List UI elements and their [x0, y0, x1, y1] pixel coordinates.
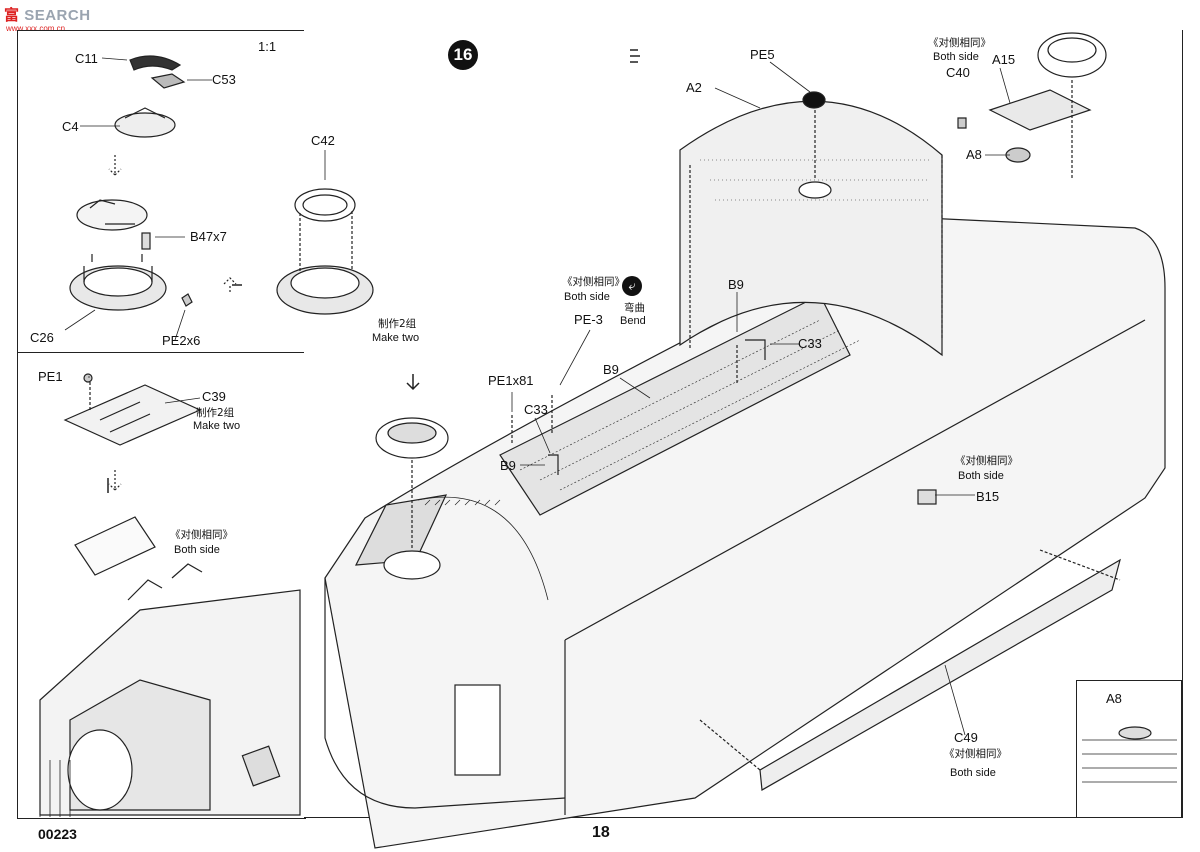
- part-label-c33-left: C33: [524, 402, 548, 417]
- part-c33: [745, 339, 766, 360]
- part-label-c4: C4: [62, 119, 79, 134]
- both-side-en-c49: Both side: [950, 767, 996, 779]
- part-label-a2: A2: [686, 80, 702, 95]
- make-two-cn: 制作2组: [378, 318, 417, 330]
- part-label-pe5: PE5: [750, 47, 775, 62]
- both-side-en-top: Both side: [933, 51, 979, 63]
- part-label-pe1: PE1: [38, 369, 63, 384]
- part-label-pe1x81: PE1x81: [488, 373, 534, 388]
- part-label-pe2: PE2x6: [162, 333, 201, 348]
- part-label-c49: C49: [954, 730, 978, 745]
- pe5-mesh: [802, 91, 826, 109]
- both-side-cn-b15: 《对侧相同》: [955, 455, 1018, 467]
- hatch-cap-c11: [129, 55, 182, 71]
- part-label-a8: A8: [966, 147, 982, 162]
- both-side-en: Both side: [174, 544, 220, 556]
- both-side-cn-top: 《对侧相同》: [928, 37, 991, 49]
- ring-c42: [294, 188, 356, 222]
- part-label-c40: C40: [946, 65, 970, 80]
- panel-inset: [1076, 680, 1182, 818]
- bend-cn: 弯曲: [624, 302, 645, 314]
- part-pe1: [83, 373, 93, 383]
- watermark-prefix: 富: [4, 7, 20, 24]
- part-label-c11: C11: [75, 51, 98, 66]
- watermark-url: www.xxx.com.cn: [6, 24, 66, 33]
- part-label-c39: C39: [202, 389, 226, 404]
- step-number: 16: [448, 40, 478, 70]
- plate-c39: [63, 384, 202, 446]
- part-label-b15: B15: [976, 489, 1000, 504]
- part-b47: [141, 232, 151, 250]
- make-two-en: Make two: [372, 332, 420, 344]
- make-two-cn-2: 制作2组: [196, 407, 235, 419]
- part-label-b9-left: B9: [500, 458, 516, 473]
- part-label-b9-top: B9: [728, 277, 744, 292]
- plate-a15: [988, 89, 1092, 131]
- page-number: 18: [592, 824, 610, 841]
- part-label-b47: B47x7: [190, 229, 227, 244]
- roof-panel-a2: [679, 100, 943, 357]
- bend-en: Bend: [620, 315, 646, 327]
- part-b15: [917, 489, 937, 505]
- bend-icon: ⤶: [622, 276, 642, 296]
- plate: [76, 199, 148, 231]
- part-label-c26: C26: [30, 330, 54, 345]
- make-two-en-2: Make two: [193, 420, 241, 432]
- part-label-pe3: PE-3: [574, 312, 603, 327]
- catalog-code: 00223: [38, 826, 77, 842]
- watermark-logo: 富 SEARCH: [4, 4, 91, 25]
- part-label-c42: C42: [311, 133, 335, 148]
- part-c53: [150, 73, 186, 89]
- skirt-c49: [759, 558, 1121, 791]
- both-side-en-mid: Both side: [564, 291, 610, 303]
- part-c40: [957, 117, 967, 129]
- part-label-b9-mid: B9: [603, 362, 619, 377]
- part-label-c33-right: C33: [798, 336, 822, 351]
- part-label-c53: C53: [212, 72, 236, 87]
- watermark-brand: SEARCH: [24, 7, 91, 24]
- ring-c4: [114, 112, 176, 138]
- scale-label: 1:1: [258, 39, 277, 54]
- both-side-cn-mid: 《对侧相同》: [562, 276, 625, 288]
- hatch-door: [74, 516, 156, 576]
- inset-part-label-a8: A8: [1106, 691, 1122, 706]
- part-pe2: [181, 293, 193, 307]
- hatch-main: [1037, 32, 1107, 78]
- grille-area: [499, 294, 851, 516]
- both-side-en-b15: Both side: [958, 470, 1004, 482]
- both-side-cn: 《对侧相同》: [170, 529, 233, 541]
- side-door: [454, 684, 501, 776]
- both-side-cn-c49: 《对侧相同》: [944, 748, 1007, 760]
- part-label-a15: A15: [992, 52, 1016, 67]
